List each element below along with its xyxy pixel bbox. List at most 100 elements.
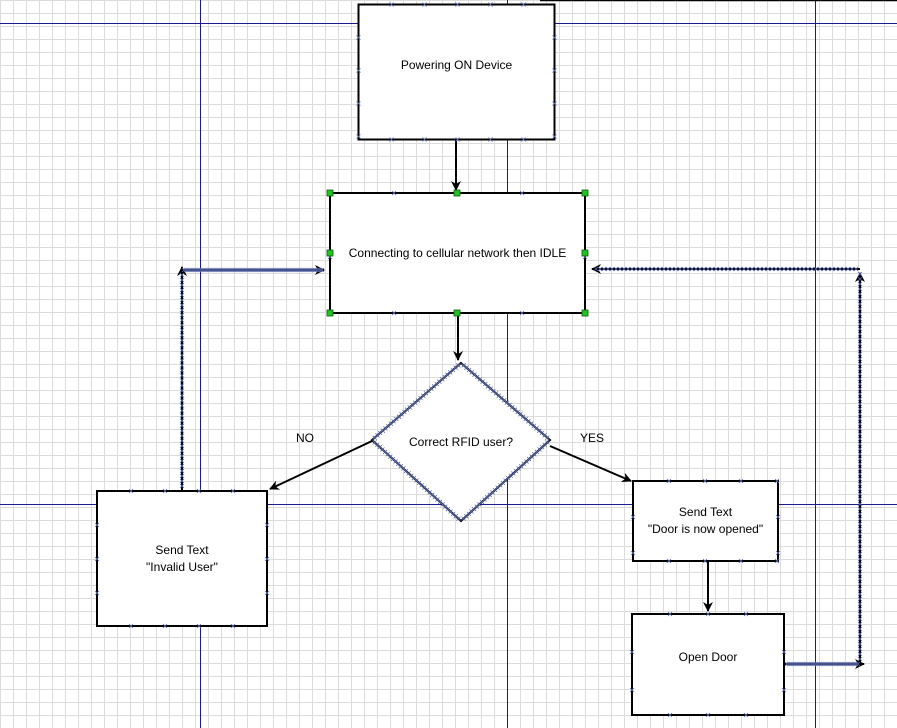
connection-point-marker (237, 267, 243, 273)
connection-point-marker (725, 266, 731, 272)
connection-point-marker (265, 267, 271, 273)
connection-point-marker (855, 661, 861, 667)
connection-point-marker (785, 266, 791, 272)
connection-point-marker (829, 661, 834, 667)
connection-point-marker (833, 266, 839, 272)
connection-point-marker (455, 137, 460, 142)
connection-point-marker (857, 551, 863, 557)
connection-point-marker (629, 266, 635, 272)
connection-point-marker (857, 351, 863, 357)
node-open-door[interactable] (631, 613, 785, 716)
connection-point-marker (229, 267, 235, 273)
connection-point-marker (263, 267, 269, 273)
connection-point-marker (857, 636, 863, 642)
connection-point-marker (264, 522, 270, 528)
connection-point-marker (823, 661, 828, 667)
node-power-on[interactable] (357, 3, 556, 141)
connection-point-marker (665, 266, 671, 272)
connection-point-marker (391, 190, 397, 196)
connection-point-marker (319, 267, 325, 273)
connection-point-marker (815, 661, 820, 667)
connection-point-marker (705, 266, 711, 272)
connection-point-marker (593, 266, 599, 272)
connection-point-marker (597, 266, 603, 272)
connection-point-marker (857, 511, 863, 517)
connection-point-marker (741, 266, 747, 272)
connection-point-marker (857, 646, 863, 652)
connection-point-marker (853, 661, 859, 667)
connection-point-marker (809, 266, 815, 272)
connection-point-marker (207, 267, 213, 273)
connection-point-marker (199, 267, 205, 273)
connection-point-marker (179, 418, 185, 423)
connection-point-marker (667, 712, 673, 718)
connection-point-marker (857, 426, 863, 432)
connection-point-marker (519, 190, 525, 196)
connection-point-marker (801, 266, 807, 272)
connection-point-marker (753, 266, 759, 272)
connection-point-marker (179, 393, 185, 398)
connection-point-marker (225, 267, 231, 273)
connection-point-marker (765, 266, 771, 272)
connection-point-marker (792, 661, 798, 667)
connection-point-marker (213, 267, 219, 273)
connection-point-marker (195, 267, 201, 273)
node-send-invalid[interactable] (96, 490, 268, 627)
connection-point-marker (857, 591, 863, 597)
connection-point-marker (857, 616, 863, 622)
connection-point-marker (273, 267, 279, 273)
connection-point-marker (819, 661, 824, 667)
connection-point-marker (303, 267, 309, 273)
connection-point-marker (185, 267, 191, 273)
connection-point-marker (356, 134, 361, 139)
connection-point-marker (853, 266, 859, 272)
connection-point-marker (552, 101, 557, 106)
connection-point-marker (857, 581, 863, 587)
connection-point-marker (255, 267, 261, 273)
connection-point-marker (179, 483, 185, 489)
connection-point-marker (774, 558, 780, 564)
edge-decision-yes (549, 445, 632, 483)
connection-point-marker (179, 287, 185, 293)
connection-point-marker (205, 267, 211, 273)
connection-point-marker (389, 137, 394, 142)
connection-point-marker (249, 267, 255, 273)
connection-point-marker (857, 466, 863, 472)
selection-handles[interactable] (326, 189, 589, 317)
connection-point-marker (857, 611, 863, 617)
connection-point-marker (183, 267, 189, 273)
connection-point-marker (629, 687, 635, 693)
connection-point-marker (738, 558, 744, 564)
connection-point-marker (179, 312, 185, 318)
connection-point-marker (857, 326, 863, 332)
connection-point-marker (829, 266, 835, 272)
connection-point-marker (793, 266, 799, 272)
connection-point-marker (613, 266, 619, 272)
connection-point-marker (857, 306, 863, 312)
connection-point-marker (94, 522, 100, 528)
connection-point-marker (857, 501, 863, 507)
connection-point-marker (196, 623, 202, 629)
label-connecting: Connecting to cellular network then IDLE (348, 245, 567, 260)
connection-point-marker (857, 366, 863, 372)
node-send-opened[interactable] (632, 480, 779, 562)
connection-point-marker (845, 266, 851, 272)
connection-point-marker (788, 661, 794, 667)
edge-decision-no (269, 440, 373, 490)
connection-point-marker (857, 296, 863, 302)
connection-point-marker (356, 35, 361, 40)
connection-point-marker (705, 611, 711, 617)
connection-point-marker (798, 661, 804, 667)
connection-point-marker (857, 361, 863, 367)
connection-point-marker (201, 267, 207, 273)
connection-point-marker (179, 302, 185, 308)
connection-point-marker (797, 266, 803, 272)
connection-point-marker (705, 712, 711, 718)
connection-point-marker (702, 478, 708, 484)
connection-point-marker (851, 661, 857, 667)
connection-point-marker (825, 661, 830, 667)
connection-point-marker (673, 266, 679, 272)
connection-point-marker (295, 267, 301, 273)
connection-point-marker (729, 266, 735, 272)
